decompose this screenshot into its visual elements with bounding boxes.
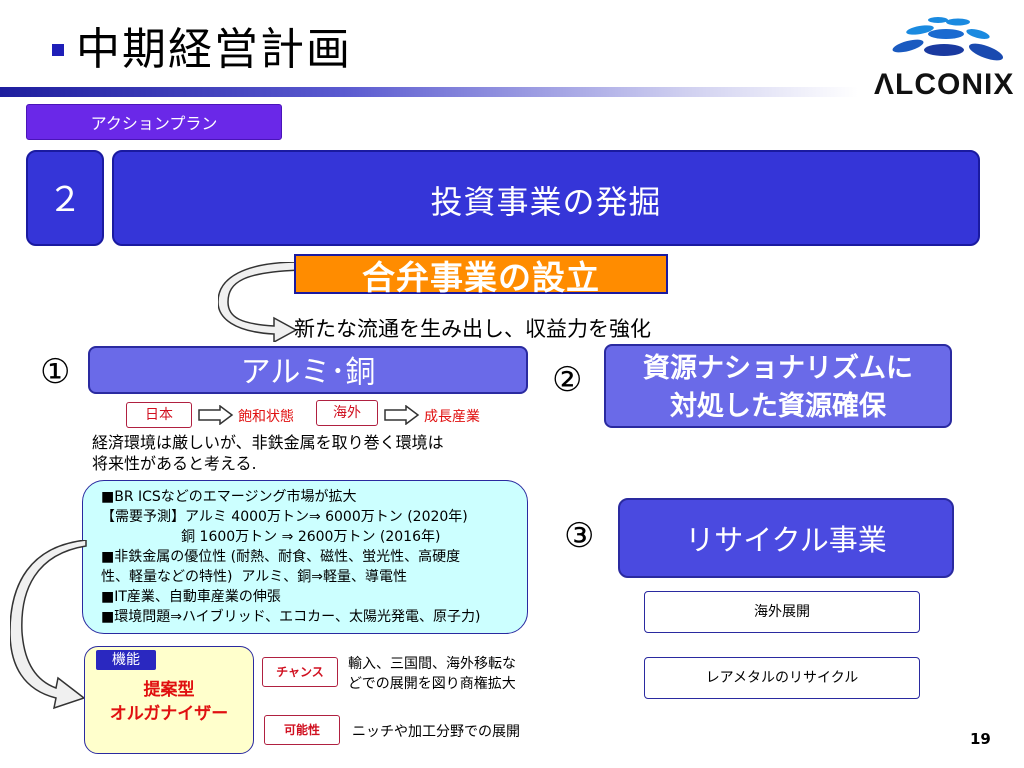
economy-note: 経済環境は厳しいが、非鉄金属を取り巻く環境は 将来性があると考える. — [92, 432, 444, 474]
curved-arrow-icon — [218, 262, 298, 342]
main-theme-box: 投資事業の発掘 — [112, 150, 980, 246]
saturated-text: 飽和状態 — [238, 409, 294, 425]
resource-line: 対処した資源確保 — [670, 391, 886, 422]
right-arrow-icon — [384, 405, 420, 425]
detail-line: 性、軽量などの特性) アルミ、銅⇒軽量、導電性 — [101, 569, 407, 585]
proposal-organizer: 提案型 オルガナイザー — [84, 678, 254, 726]
joint-venture-box: 合弁事業の設立 — [294, 254, 668, 297]
economy-line: 将来性があると考える. — [92, 454, 257, 473]
possibility-note: ニッチや加工分野での展開 — [352, 724, 520, 740]
detail-line: ■環境問題⇒ハイブリッド、エコカー、太陽光発電、原子力) — [101, 609, 481, 625]
function-tag: 機能 — [96, 650, 156, 670]
proposal-line: 提案型 — [143, 680, 195, 700]
overseas-expansion-box: 海外展開 — [644, 591, 920, 633]
item3-marker: ③ — [564, 516, 595, 556]
possibility-tag: 可能性 — [264, 715, 340, 745]
title-bullet — [52, 44, 64, 56]
recycling-business-box: リサイクル事業 — [618, 498, 954, 578]
rare-metal-recycling-box: レアメタルのリサイクル — [644, 657, 920, 699]
plan-number-box: ２ — [26, 150, 104, 246]
chance-line: どでの展開を図り商権拡大 — [348, 676, 516, 692]
alconix-logo-icon — [892, 17, 1004, 61]
detail-line: ■BR ICSなどのエマージング市場が拡大 — [101, 489, 357, 505]
detail-line: 【需要予測】アルミ 4000万トン⇒ 6000万トン (2020年) — [101, 509, 468, 525]
right-arrow-icon — [198, 405, 234, 425]
organizer-line: オルガナイザー — [109, 704, 229, 724]
sub-statement: 新たな流通を生み出し、収益力を強化 — [294, 317, 651, 341]
detail-line: ■非鉄金属の優位性 (耐熱、耐食、磁性、蛍光性、高硬度 — [101, 549, 461, 565]
chance-line: 輸入、三国間、海外移転な — [348, 656, 516, 672]
overseas-tag: 海外 — [316, 400, 378, 426]
detail-line: ■IT産業、自動車産業の伸張 — [101, 589, 281, 605]
aluminum-copper-box: アルミ･銅 — [88, 346, 528, 394]
page-title: 中期経営計画 — [76, 24, 352, 75]
company-logo-text: ΛLCONIX — [874, 68, 1015, 101]
market-details-box: ■BR ICSなどのエマージング市場が拡大 【需要予測】アルミ 4000万トン⇒… — [82, 480, 528, 634]
item1-marker: ① — [40, 352, 71, 392]
resource-nationalism-box: 資源ナショナリズムに 対処した資源確保 — [604, 344, 952, 428]
page-number: 19 — [970, 730, 991, 748]
chance-note: 輸入、三国間、海外移転な どでの展開を図り商権拡大 — [348, 654, 516, 694]
detail-line: 銅 1600万トン ⇒ 2600万トン (2016年) — [101, 529, 441, 545]
chance-tag: チャンス — [262, 657, 338, 687]
japan-tag: 日本 — [126, 402, 192, 428]
title-underline-bar — [0, 87, 858, 97]
economy-line: 経済環境は厳しいが、非鉄金属を取り巻く環境は — [92, 433, 444, 452]
resource-line: 資源ナショナリズムに — [643, 353, 913, 384]
action-plan-label: アクションプラン — [26, 104, 282, 140]
curved-arrow-icon — [10, 540, 87, 710]
item2-marker: ② — [552, 360, 583, 400]
growth-text: 成長産業 — [424, 409, 480, 425]
